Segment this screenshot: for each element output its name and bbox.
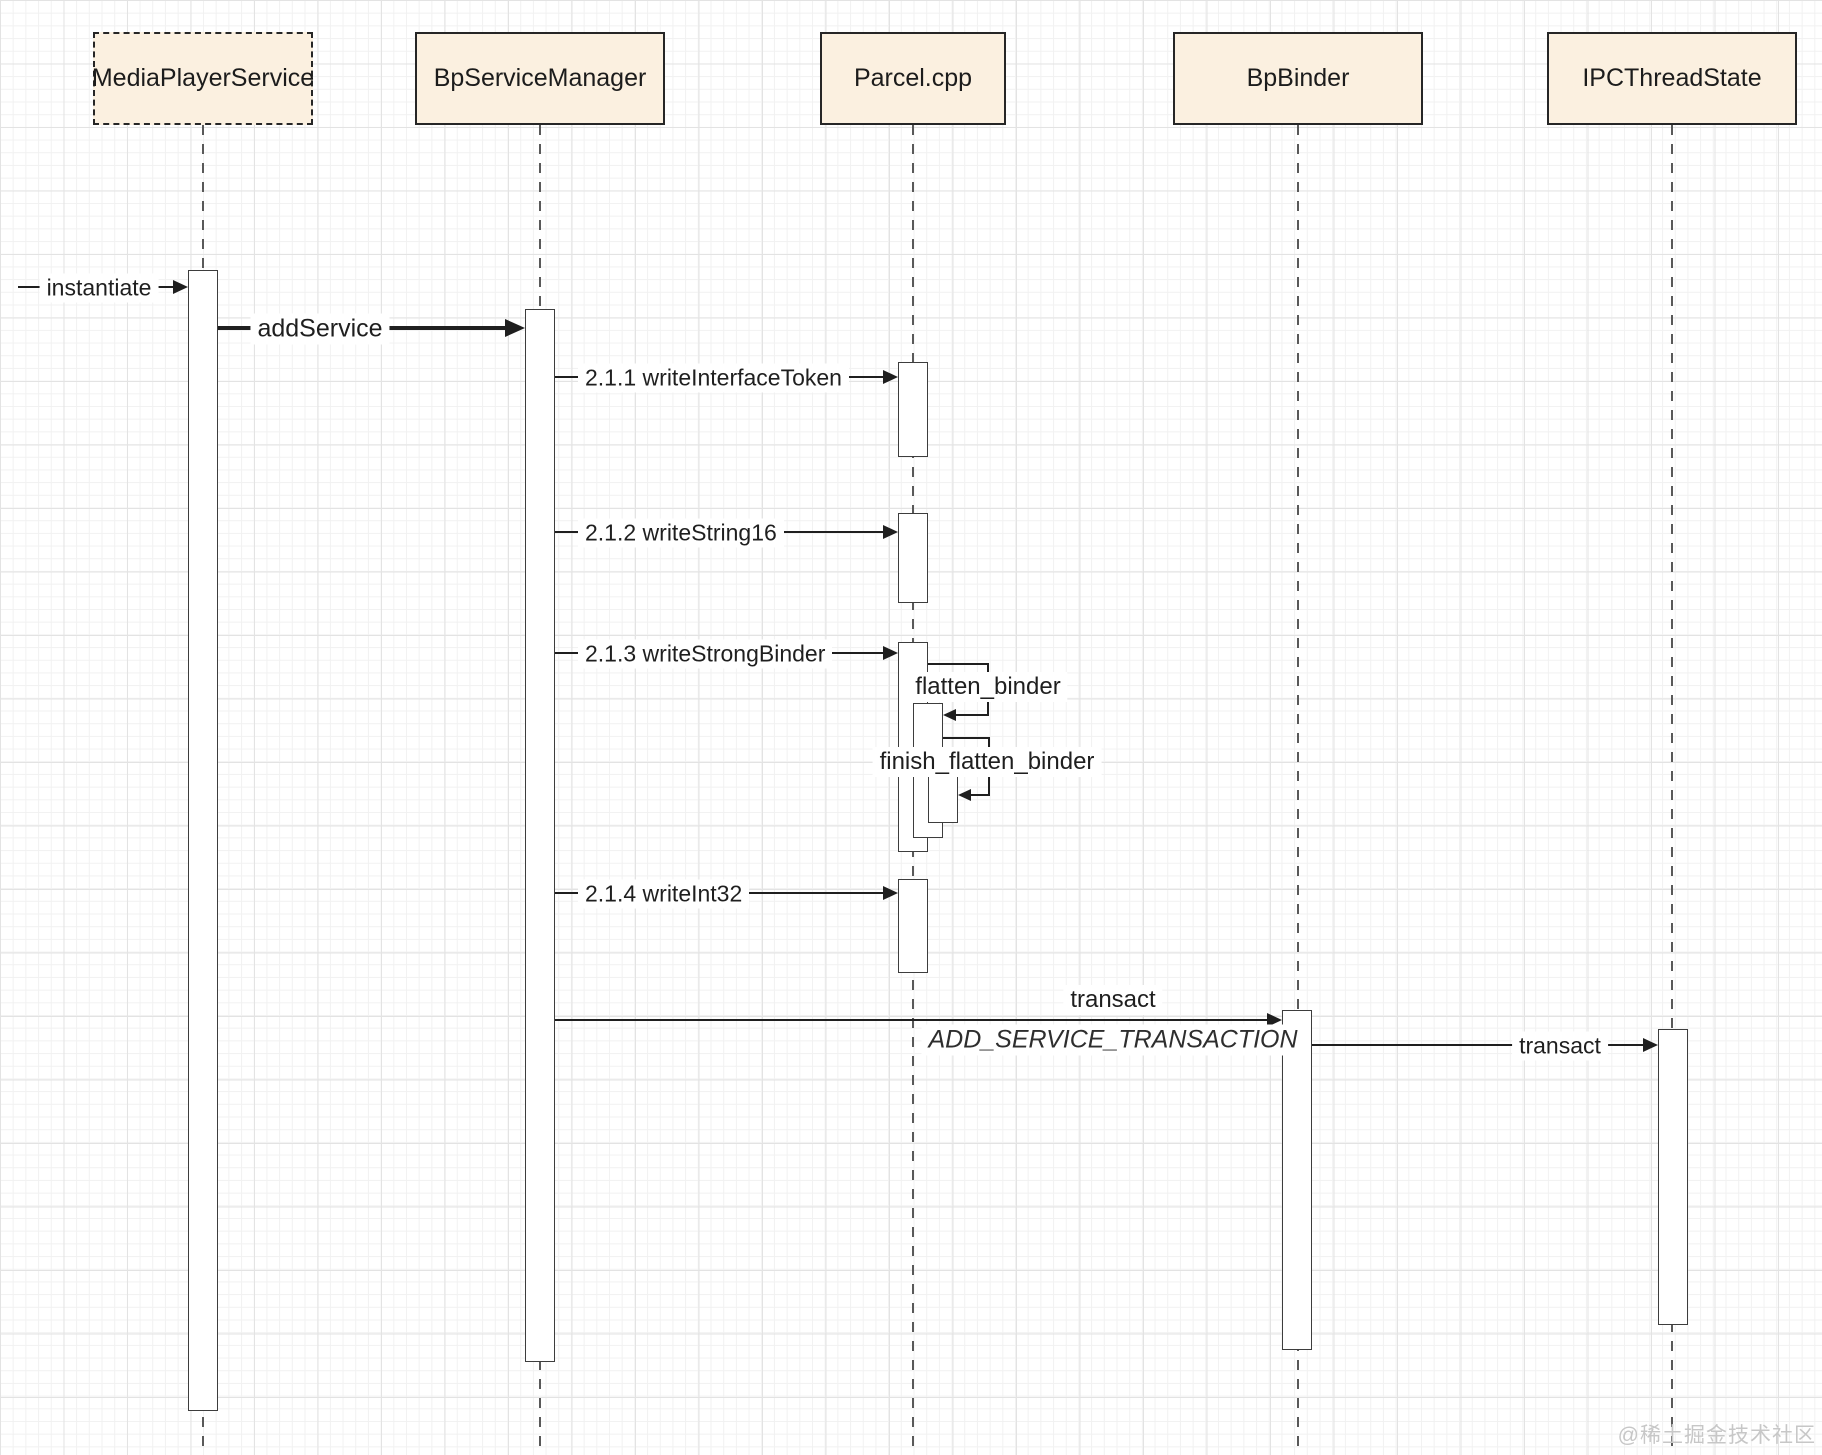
arrowhead-right-icon (173, 280, 188, 294)
selfcall-flattenbinder-return-line (955, 714, 989, 716)
message-transact-sublabel: ADD_SERVICE_TRANSACTION (921, 1024, 1305, 1056)
arrowhead-left-icon (943, 709, 956, 721)
arrowhead-right-icon (1643, 1038, 1658, 1052)
message-writeint32-label: 2.1.4 writeInt32 (578, 879, 750, 909)
juejin-watermark: @稀土掘金技术社区 (1617, 1424, 1816, 1447)
selfcall-flattenbinder-out-line (928, 663, 989, 665)
message-transact-label: transact (1063, 985, 1163, 1015)
message-writestring16-label: 2.1.2 writeString16 (578, 518, 784, 548)
actor-ipcthreadstate: IPCThreadState (1547, 32, 1797, 125)
selfcall-finishflattenbinder-label: finish_flatten_binder (872, 747, 1102, 777)
selfcall-flattenbinder-label: flatten_binder (908, 672, 1068, 702)
message-writeinterfacetoken-label: 2.1.1 writeInterfaceToken (578, 363, 849, 393)
selfcall-finishflattenbinder-out-line (943, 737, 990, 739)
arrowhead-right-icon (883, 525, 898, 539)
actor-bpservicemanager: BpServiceManager (415, 32, 665, 125)
lifeline-bpbinder (1297, 125, 1299, 1455)
arrowhead-left-icon (958, 789, 971, 801)
activation-mediaplayerservice (188, 270, 218, 1411)
activation-ipcthreadstate (1658, 1029, 1688, 1325)
arrowhead-right-icon (883, 886, 898, 900)
lifeline-ipcthreadstate (1671, 125, 1673, 1455)
selfcall-finishflattenbinder-return-line (970, 794, 990, 796)
message-transact-line (555, 1019, 1269, 1021)
actor-bpbinder: BpBinder (1173, 32, 1423, 125)
actor-label: IPCThreadState (1582, 64, 1762, 92)
activation-parcel-writestring16 (898, 513, 928, 603)
arrowhead-right-icon (1267, 1013, 1282, 1027)
message-transact2-label: transact (1512, 1031, 1608, 1061)
actor-label: MediaPlayerService (91, 64, 315, 92)
activation-bpbinder (1282, 1010, 1312, 1350)
message-writestrongbinder-label: 2.1.3 writeStrongBinder (578, 639, 833, 669)
activation-parcel-writeinterfacetoken (898, 362, 928, 457)
activation-bpservicemanager (525, 309, 555, 1362)
actor-label: Parcel.cpp (853, 64, 973, 92)
activation-parcel-finishflattenbinder (928, 772, 958, 823)
actor-parcel: Parcel.cpp (820, 32, 1006, 125)
arrowhead-right-icon (883, 646, 898, 660)
arrowhead-right-icon (883, 370, 898, 384)
actor-label: BpBinder (1246, 64, 1350, 92)
actor-mediaplayerservice: MediaPlayerService (91, 32, 315, 125)
message-transact2-line (1312, 1044, 1646, 1046)
message-instantiate-label: instantiate (39, 273, 159, 303)
activation-parcel-writeint32 (898, 879, 928, 973)
actor-label: BpServiceManager (433, 64, 647, 92)
message-addservice-label: addService (250, 313, 390, 345)
arrowhead-right-icon (505, 319, 525, 337)
